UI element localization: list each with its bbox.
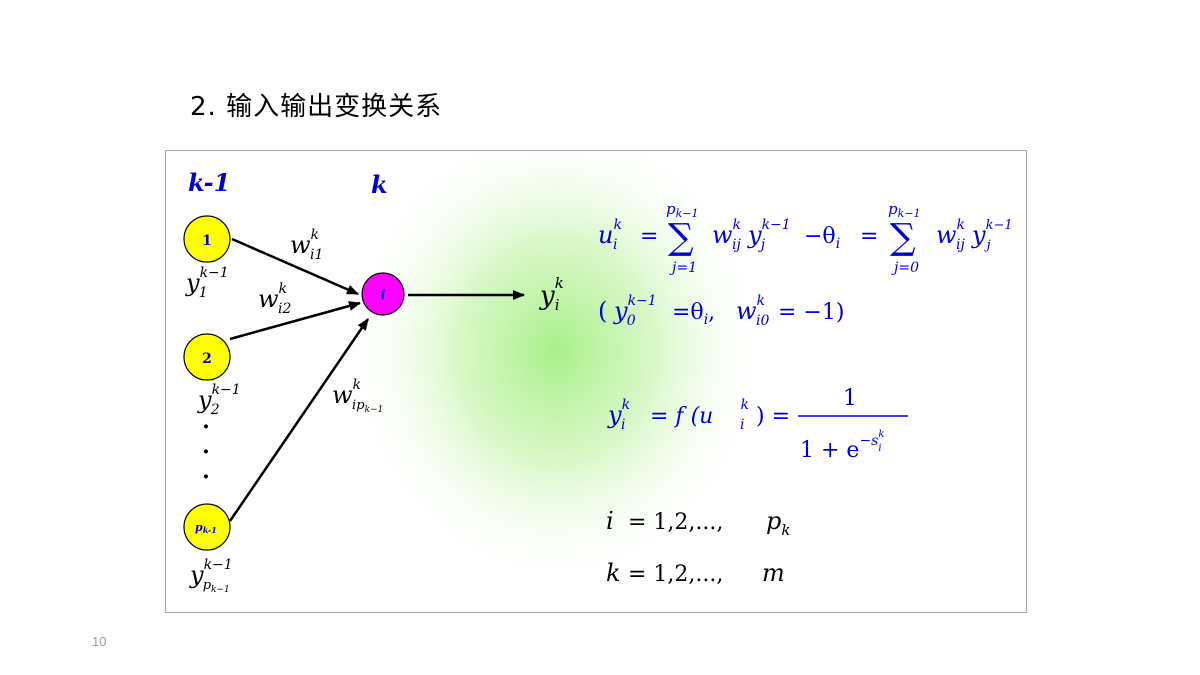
node-2: 2 [183,333,231,381]
svg-text:=: = [640,224,658,249]
equation-index-i: i = 1,2,..., pk [606,507,790,539]
svg-text:) =: ) = [756,404,790,429]
layer-prev-label: k-1 [188,168,230,197]
svg-text:= f (u: = f (u [650,404,713,429]
svg-text:∑: ∑ [668,217,694,258]
svg-text:pk-1: pk-1 [195,521,217,535]
ellipsis-dot-1: · [202,414,210,440]
svg-text:1: 1 [202,233,212,249]
svg-text:= −1): = −1) [778,300,844,325]
svg-text:=: = [860,224,878,249]
svg-text:pk−1: pk−1 [666,200,699,220]
node-i: i [361,272,405,316]
svg-text:2: 2 [202,351,212,367]
svg-text:uki: uki [598,217,622,253]
svg-text:1: 1 [843,386,857,411]
glow-background [341,151,771,591]
svg-text:j=0: j=0 [891,260,919,276]
svg-text:k: k [606,559,621,587]
svg-text:−θi: −θi [804,224,840,252]
page-title: 2. 输入输出变换关系 [190,92,443,122]
page-number: 10 [92,634,107,649]
svg-text:yk−1j: yk−1j [971,218,1013,253]
svg-text:i: i [606,507,614,535]
svg-text:i: i [381,288,386,303]
svg-text:= 1,2,...,: = 1,2,..., [628,562,723,587]
layer-cur-label: k [371,170,388,199]
edge-2-to-i [229,301,361,341]
svg-text:pk−1: pk−1 [888,200,921,220]
svg-text:pk: pk [766,507,790,539]
node-p: pk-1 [183,503,231,551]
svg-text:= 1,2,...,: = 1,2,..., [628,510,723,535]
edge-p-to-i [228,318,370,522]
svg-text:(: ( [598,297,607,325]
svg-text:yk−10: yk−10 [613,293,657,329]
ellipsis-dot-2: · [202,439,210,465]
edge-1-to-i [231,237,359,296]
svg-text:=θi,: =θi, [672,300,715,328]
node-1: 1 [183,215,231,263]
svg-text:j=1: j=1 [669,260,697,276]
svg-text:yki: yki [607,397,630,433]
ellipsis-dot-3: · [202,464,210,490]
svg-text:ki: ki [740,397,749,433]
equation-index-k: k = 1,2,..., m [606,559,785,587]
svg-text:1 + e−ski: 1 + e−ski [800,429,884,463]
svg-text:m: m [762,559,785,587]
svg-text:∑: ∑ [890,217,916,258]
svg-text:yk−1j: yk−1j [747,217,791,253]
